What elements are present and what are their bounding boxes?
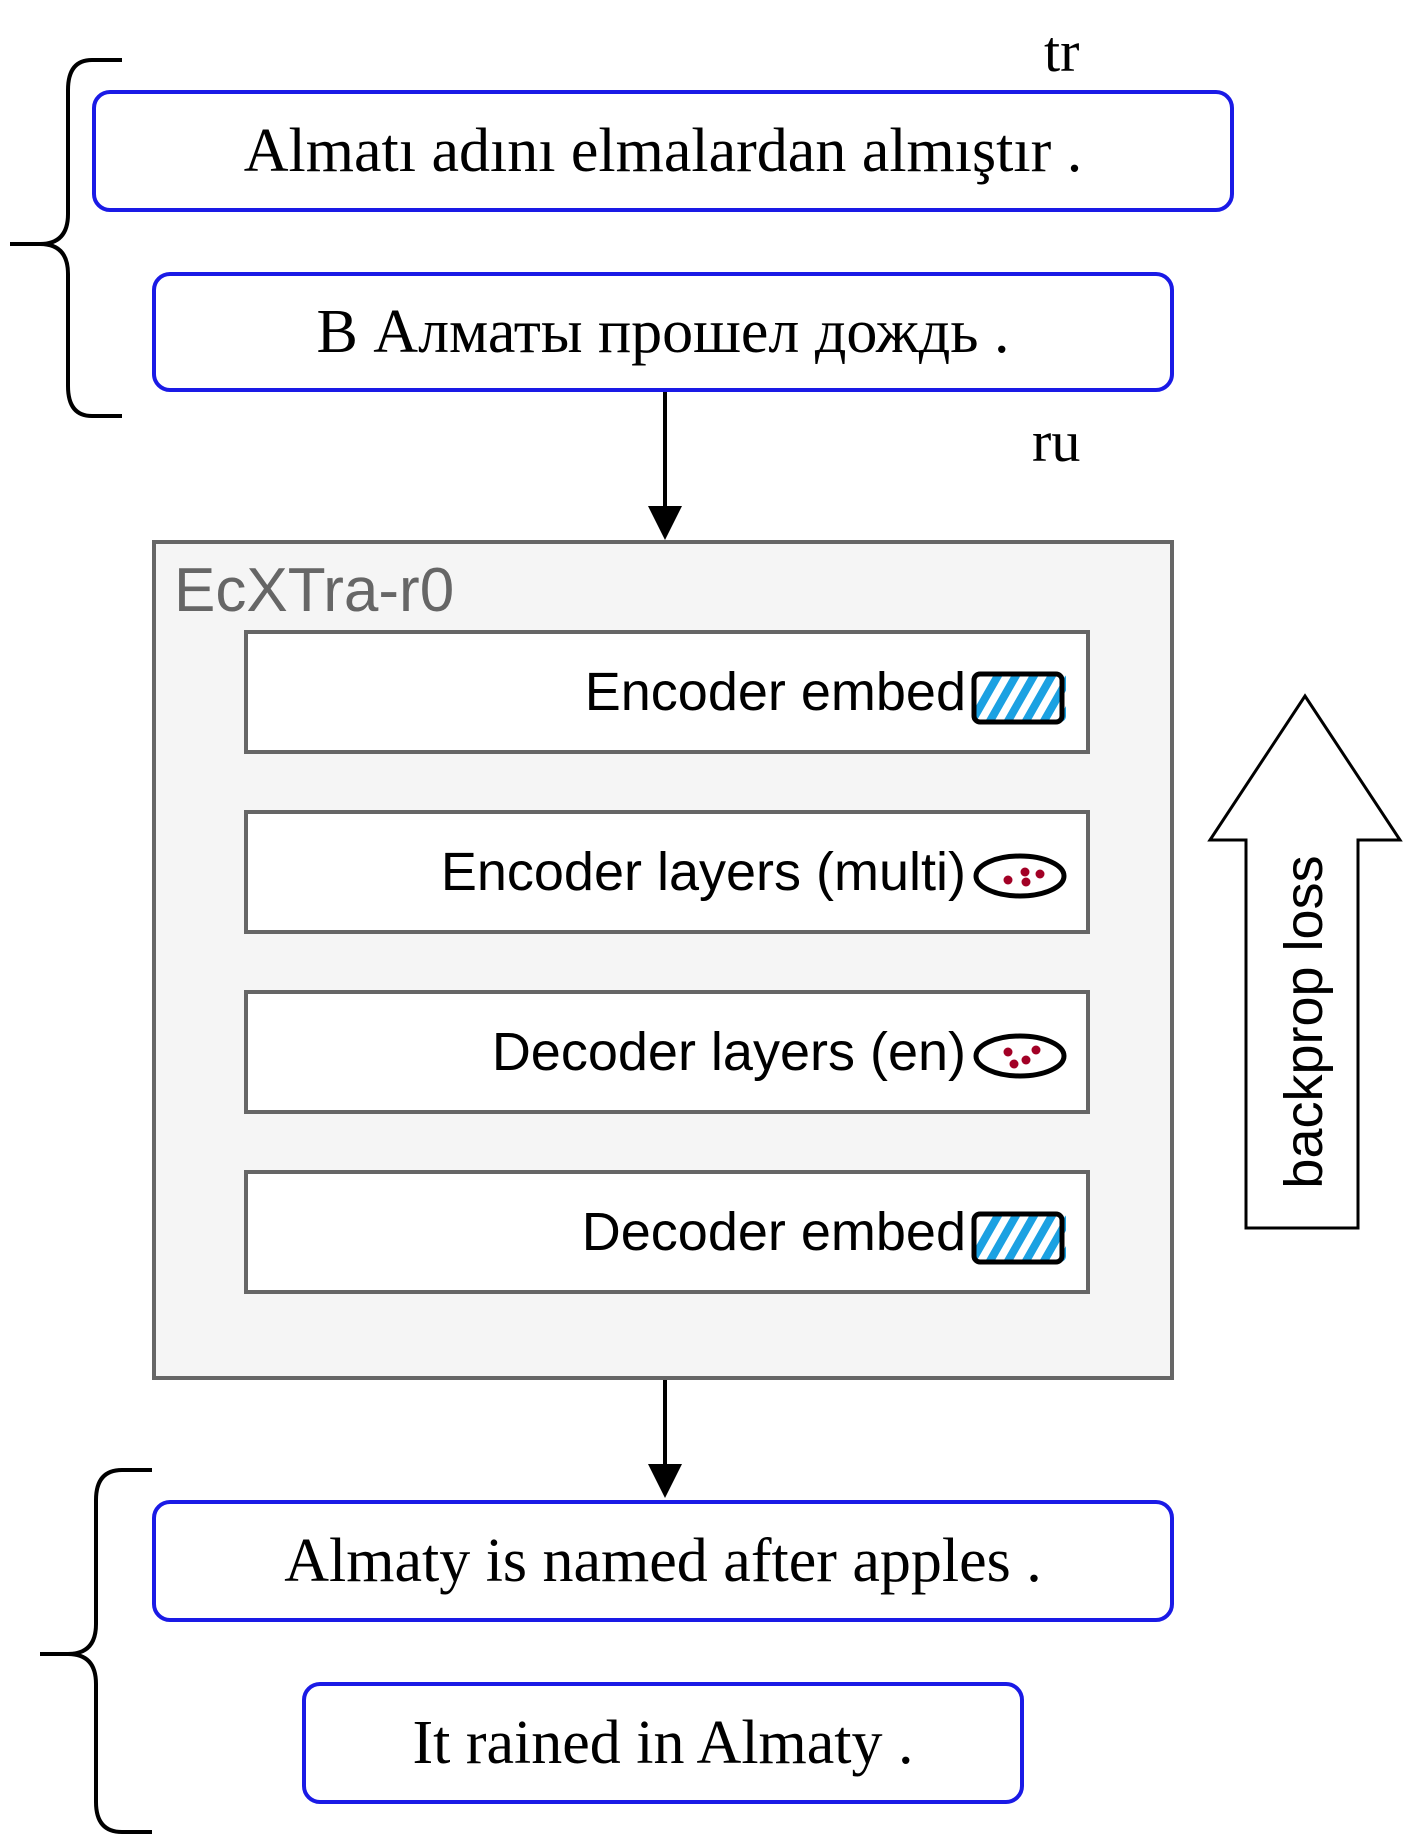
source-sentence-tr: Almatı adını elmalardan almıştır . [92,90,1234,212]
layer-encoder-embed: Encoder embed [244,630,1090,754]
model-title: EcXTra-r0 [174,556,455,625]
input-arrow-head [648,506,682,540]
backprop-label: backprop loss [1274,855,1334,1188]
source-brace [10,58,122,418]
dotted-ellipse-icon [973,1033,1067,1079]
model-box: EcXTra-r0 Encoder embed Encoder layers (… [152,540,1174,1380]
target-sentence-1: Almaty is named after apples . [152,1500,1174,1622]
layer-label: Encoder embed [584,662,966,722]
dotted-ellipse-icon [973,853,1067,899]
backprop-arrow: backprop loss [1207,693,1403,1230]
output-arrow-head [648,1464,682,1498]
target-brace [40,1468,152,1834]
hatched-rectangle-icon [971,1211,1066,1265]
layer-label: Encoder layers (multi) [440,842,966,902]
target-sentence-2: It rained in Almaty . [302,1682,1024,1804]
layer-label: Decoder layers (en) [491,1022,966,1082]
source-sentence-ru: В Алматы прошел дождь . [152,272,1174,392]
layer-label: Decoder embed [581,1202,966,1262]
backprop-arrow-shape [1207,693,1403,1230]
source-language-tr: tr [1044,19,1080,84]
hatched-rectangle-icon [971,671,1066,725]
layer-encoder-multi: Encoder layers (multi) [244,810,1090,934]
layer-decoder-embed: Decoder embed [244,1170,1090,1294]
layer-decoder-en: Decoder layers (en) [244,990,1090,1114]
source-language-ru: ru [1032,409,1081,474]
